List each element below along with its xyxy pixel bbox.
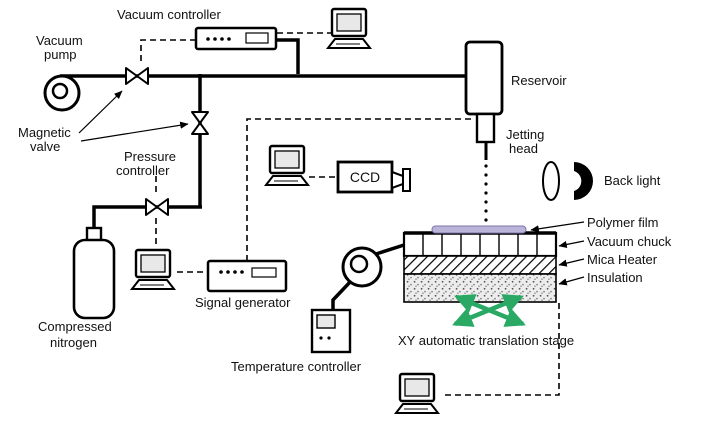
pointer-arrows: [78, 90, 585, 286]
reservoir-assembly: [464, 40, 504, 160]
vacuum-pump-icon: [43, 74, 81, 112]
label-mica-heater: Mica Heater: [587, 252, 658, 267]
chuck-vacuum-pipe: [375, 243, 405, 256]
jetting-head-body: [475, 112, 496, 144]
signal-generator-pc: [130, 248, 176, 291]
vacuum-controller-box: [194, 26, 278, 51]
temp-display: [316, 314, 336, 329]
label-vacuum-pump-2: pump: [44, 47, 77, 62]
label-pressure-controller-1: Pressure: [124, 149, 176, 164]
stage-control-pc: [394, 372, 440, 415]
polymer-film-arrow: [530, 221, 585, 233]
insulation-arrow: [558, 276, 585, 286]
lens-icon: [542, 161, 560, 201]
label-compressed-nitrogen-2: nitrogen: [50, 335, 97, 350]
label-insulation: Insulation: [587, 270, 643, 285]
magnetic-valve-1-icon: [125, 67, 149, 85]
indicator-dot: [206, 37, 210, 41]
labels: Vacuum controller Vacuum pump Magnetic v…: [18, 7, 672, 374]
signalgen-to-jettinghead-dash: [246, 118, 474, 261]
label-jetting-head-1: Jetting: [506, 127, 544, 142]
label-back-light: Back light: [604, 173, 661, 188]
controller-display: [245, 32, 269, 44]
indicator-dot: [220, 37, 224, 41]
vacuum-chuck-arrow: [558, 240, 585, 249]
gas-cylinder-icon: [72, 226, 116, 320]
stage-stack: [402, 225, 558, 303]
ccd-label: CCD: [350, 169, 380, 185]
label-vacuum-pump-1: Vacuum: [36, 33, 83, 48]
control-lines: [140, 32, 560, 396]
xy-cross-arrows-icon: [452, 294, 526, 327]
indicator-dot: [226, 270, 230, 274]
ccd-camera: CCD: [336, 160, 411, 194]
magnetic-valve-2-icon: [191, 111, 209, 135]
ccd-box: [336, 160, 394, 194]
label-compressed-nitrogen-1: Compressed: [38, 319, 112, 334]
indicator-dot: [319, 336, 323, 340]
camera-lens-barrel-icon: [402, 168, 411, 192]
label-magnetic-valve-2: valve: [30, 139, 60, 154]
chuck-grooves: [422, 233, 538, 256]
label-pressure-controller-2: controller: [116, 163, 170, 178]
temp-controller-pipe: [331, 279, 353, 311]
temperature-controller-box: [310, 308, 352, 354]
label-magnetic-valve-1: Magnetic: [18, 125, 71, 140]
camera-lens-cone-icon: [391, 170, 404, 190]
indicator-dot: [213, 37, 217, 41]
back-light-assembly: [542, 161, 593, 201]
signal-generator-box: [206, 259, 288, 293]
indicator-dot: [233, 270, 237, 274]
label-xy-stage: XY automatic translation stage: [398, 333, 574, 348]
magnetic-valve-arrow-1: [78, 90, 123, 134]
indicator-dot: [227, 37, 231, 41]
indicator-dot: [219, 270, 223, 274]
indicator-dot: [240, 270, 244, 274]
label-vacuum-controller: Vacuum controller: [117, 7, 221, 22]
magnetic-valve-arrow-2: [80, 121, 189, 142]
droplet-stream: [484, 164, 488, 222]
mica-heater-layer: [403, 255, 557, 275]
label-polymer-film: Polymer film: [587, 215, 659, 230]
mica-heater-arrow: [558, 258, 585, 267]
controller-sense-pipe: [276, 38, 300, 74]
label-signal-generator: Signal generator: [195, 295, 291, 310]
label-reservoir: Reservoir: [511, 73, 567, 88]
label-temperature-controller: Temperature controller: [231, 359, 362, 374]
vacuum-controller-pc: [326, 7, 372, 50]
indicator-dot: [327, 336, 331, 340]
generator-display: [251, 267, 277, 278]
insulation-layer: [403, 273, 557, 303]
reservoir-body: [464, 40, 504, 116]
ccd-pc: [264, 144, 310, 187]
blower-icon: [341, 246, 383, 288]
label-jetting-head-2: head: [509, 141, 538, 156]
stage-to-pc-dash: [443, 303, 560, 396]
polymer-film-layer: [431, 225, 527, 234]
pressure-valve-icon: [145, 198, 169, 216]
label-vacuum-chuck: Vacuum chuck: [587, 234, 672, 249]
vacuumctrl-to-valve-dash: [140, 39, 196, 63]
back-light-lamp-icon: [574, 162, 593, 200]
